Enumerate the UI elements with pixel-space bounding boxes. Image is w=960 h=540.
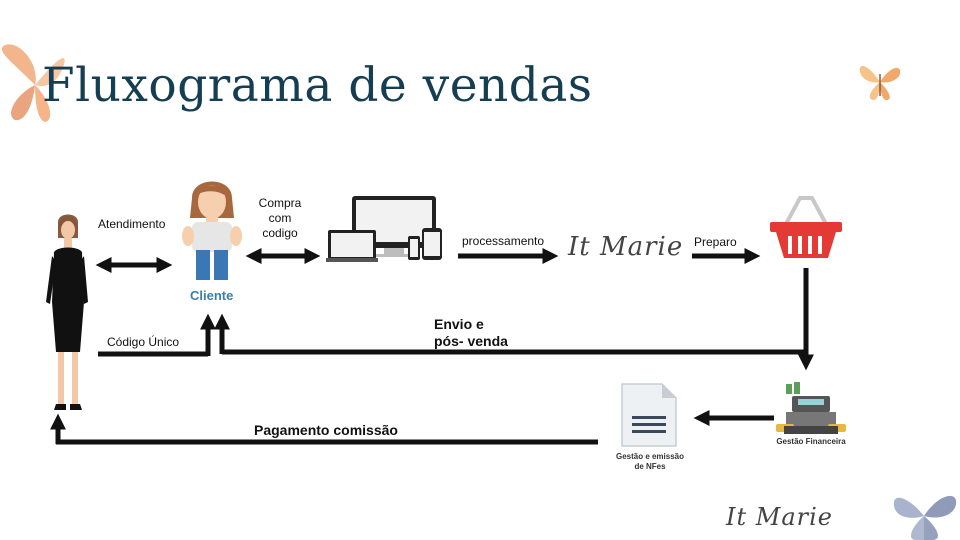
atendimento-label: Atendimento: [98, 217, 166, 231]
client-avatar-icon: [182, 181, 242, 280]
it-marie-logo: It Marie: [568, 232, 684, 262]
document-icon: [621, 383, 677, 447]
preparo-label: Preparo: [694, 235, 737, 249]
processamento-label: processamento: [462, 234, 545, 248]
pagamento-label: Pagamento comissão: [254, 422, 398, 438]
woman-figure-icon: [46, 214, 88, 410]
butterfly-bottom-right-icon: [893, 495, 957, 540]
devices-icon: [326, 196, 442, 262]
nfe-label: Gestão e emissão de NFes: [602, 452, 698, 472]
nfe-label-line2: de NFes: [634, 462, 666, 471]
page-title: Fluxograma de vendas: [42, 58, 593, 113]
codigo-unico-label: Código Único: [107, 335, 180, 349]
envio-label-line1: Envio e: [434, 316, 484, 332]
compra-label-line2: com: [268, 211, 292, 225]
envio-label: Envio e pós- venda: [434, 316, 508, 350]
envio-label-line2: pós- venda: [434, 333, 508, 349]
compra-label-line3: codigo: [262, 226, 298, 240]
it-marie-logo-footer: It Marie: [726, 503, 833, 531]
basket-icon: [770, 196, 842, 258]
compra-label-line1: Compra: [258, 196, 302, 210]
cash-register-icon: [776, 382, 846, 434]
gestao-financeira-label: Gestão Financeira: [776, 437, 846, 446]
nfe-label-line1: Gestão e emissão: [615, 452, 685, 461]
butterfly-top-right-icon: [859, 66, 901, 100]
compra-label: Compra com codigo: [250, 196, 310, 241]
cliente-label: Cliente: [190, 288, 234, 303]
butterfly-top-left-icon: [1, 44, 65, 122]
